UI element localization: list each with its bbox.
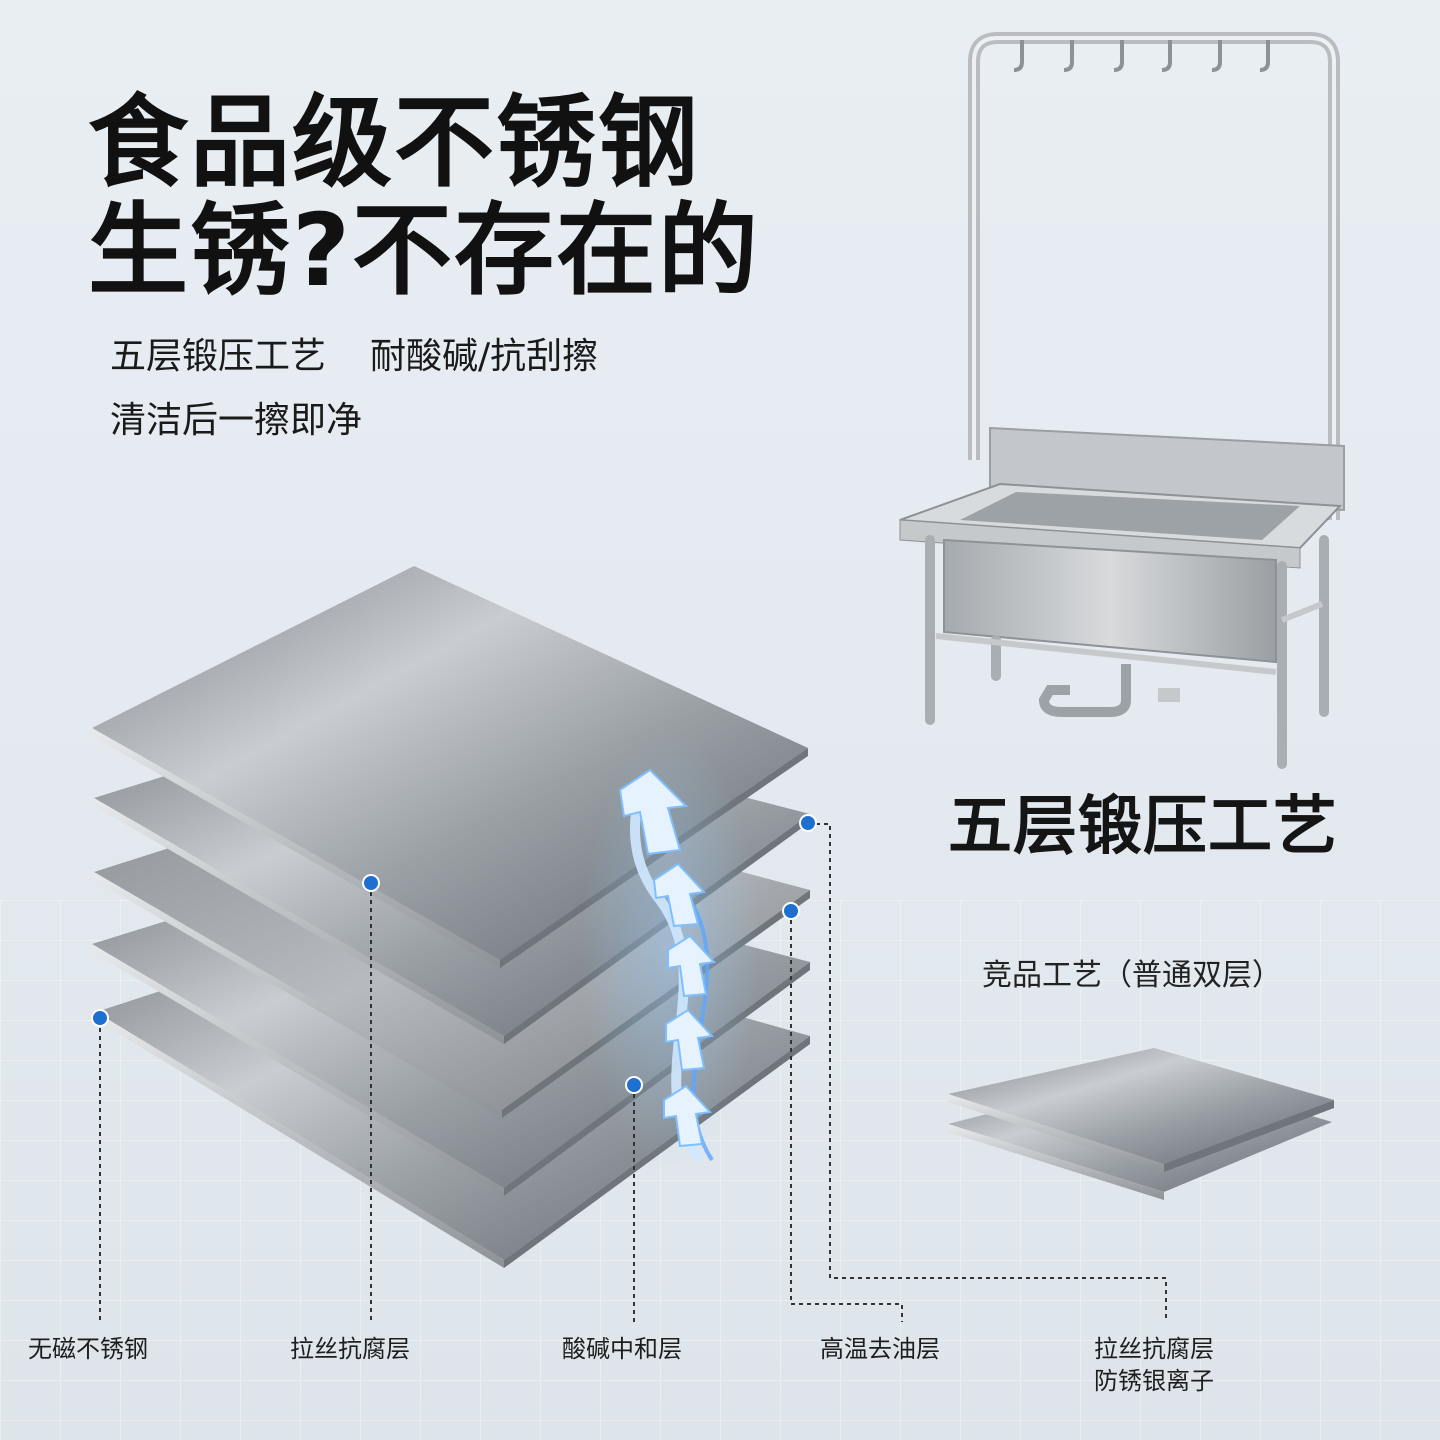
layer-label-5-line-1: 拉丝抗腐层 <box>1094 1335 1214 1363</box>
five-layer-title: 五层锻压工艺 <box>948 790 1338 864</box>
marker-dot-layer-1 <box>91 1009 109 1027</box>
layer-label-5: 拉丝抗腐层 防锈银离子 <box>1094 1333 1214 1397</box>
headline-line-1: 食品级不锈钢 <box>88 84 700 201</box>
layer-label-5-line-2: 防锈银离子 <box>1094 1367 1214 1395</box>
sink-product-image <box>899 32 1345 769</box>
layer-label-1: 无磁不锈钢 <box>28 1335 148 1363</box>
layer-label-3: 酸碱中和层 <box>562 1335 682 1363</box>
layer-label-4: 高温去油层 <box>820 1335 940 1363</box>
feature-acid-resistant: 耐酸碱/抗刮擦 <box>370 336 599 377</box>
marker-dot-layer-3 <box>625 1076 643 1094</box>
upward-arrows-icon <box>580 730 760 1170</box>
layer-label-2: 拉丝抗腐层 <box>290 1335 410 1363</box>
feature-line-2: 清洁后一擦即净 <box>110 400 363 441</box>
marker-dot-layer-2 <box>362 874 380 892</box>
marker-dot-layer-4 <box>782 902 800 920</box>
feature-line-1: 五层锻压工艺 耐酸碱/抗刮擦 <box>110 335 598 379</box>
comparison-label: 竞品工艺（普通双层） <box>982 958 1282 993</box>
feature-forging: 五层锻压工艺 <box>110 336 327 377</box>
headline-line-2: 生锈?不存在的 <box>88 192 761 309</box>
comparison-two-layer-plates <box>948 1048 1334 1200</box>
callout-lines <box>99 823 1167 1322</box>
marker-dot-layer-5 <box>799 814 817 832</box>
